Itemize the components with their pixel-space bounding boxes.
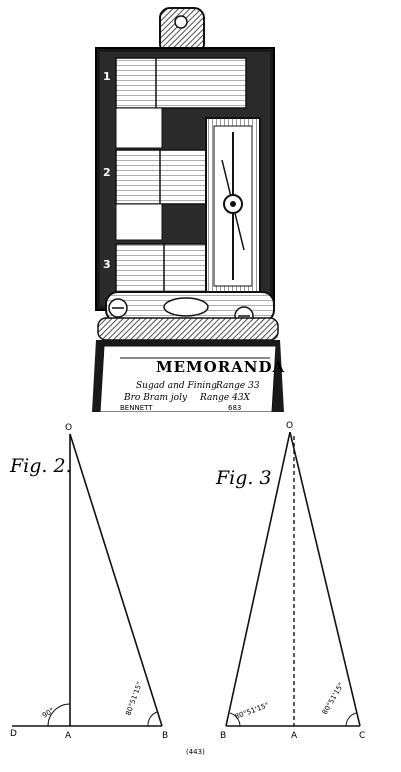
fig3-line-OC (289, 431, 361, 727)
compartment-number-1: 1 (103, 70, 111, 83)
memoranda-line2-left: Bro Bram joly (123, 393, 188, 403)
compartment-2 (115, 149, 207, 241)
plate-caption: (443) (186, 748, 205, 756)
memoranda-line1-right: Range 33 (215, 381, 260, 391)
fig3-point-B: B (220, 731, 226, 741)
fig3-label: Fig. 3 (215, 467, 272, 489)
memoranda-maker: BENNETT (120, 404, 153, 412)
fig3-point-C: C (359, 731, 365, 741)
fig3-point-A: A (291, 731, 298, 741)
memoranda-line1-left: Sugad and Fining (136, 381, 217, 391)
fig2-diagram: Fig. 2. O D A B 90° 80°51'15" (9, 423, 168, 741)
fig2-line-OB (69, 433, 163, 727)
fig2-point-D: D (10, 729, 17, 739)
hinge (97, 317, 279, 341)
fig3-arc-C (345, 712, 357, 727)
fig2-arc-A (47, 703, 71, 727)
fig2-angle-B: 80°51'15" (124, 681, 144, 717)
memoranda-title: MEMORANDA (156, 358, 285, 376)
instrument-illustration: 1 2 3 MEMORANDA Sugad and Fining Range 3… (92, 7, 285, 413)
compartment-number-2: 2 (103, 166, 111, 179)
geometry-svg: Fig. 2. O D A B 90° 80°51'15" Fig. 3 O B (9, 421, 365, 756)
compartment-3 (115, 243, 207, 293)
fig3-point-O: O (286, 421, 293, 431)
hanger-ring (159, 7, 205, 55)
fig2-point-B: B (162, 731, 168, 741)
memoranda-number: 683 (228, 404, 241, 412)
fig2-angle-A: 90° (41, 707, 56, 720)
fig3-line-OB (225, 431, 291, 727)
fig3-arc-B (229, 712, 241, 727)
compartment-1 (115, 57, 247, 149)
fig2-arc-B (147, 711, 158, 727)
fig3-angle-C: 80°51'15" (321, 681, 346, 716)
memoranda-line2-right: Range 43X (199, 393, 251, 403)
fig3-angle-B: 80°51'15" (234, 701, 270, 721)
fig2-point-O: O (65, 423, 72, 433)
fig2-point-A: A (65, 731, 72, 741)
fig3-diagram: Fig. 3 O B A C 80°51'15" 80°51'15" (215, 421, 365, 741)
instrument-engraving: 1 2 3 MEMORANDA Sugad and Fining Range 3… (92, 7, 285, 413)
compartment-number-3: 3 (103, 258, 111, 271)
memoranda-book (92, 340, 284, 413)
needle-box (205, 117, 261, 295)
geometry-figures: Fig. 2. O D A B 90° 80°51'15" Fig. 3 O B (0, 412, 401, 768)
fig2-label: Fig. 2. (9, 455, 72, 477)
